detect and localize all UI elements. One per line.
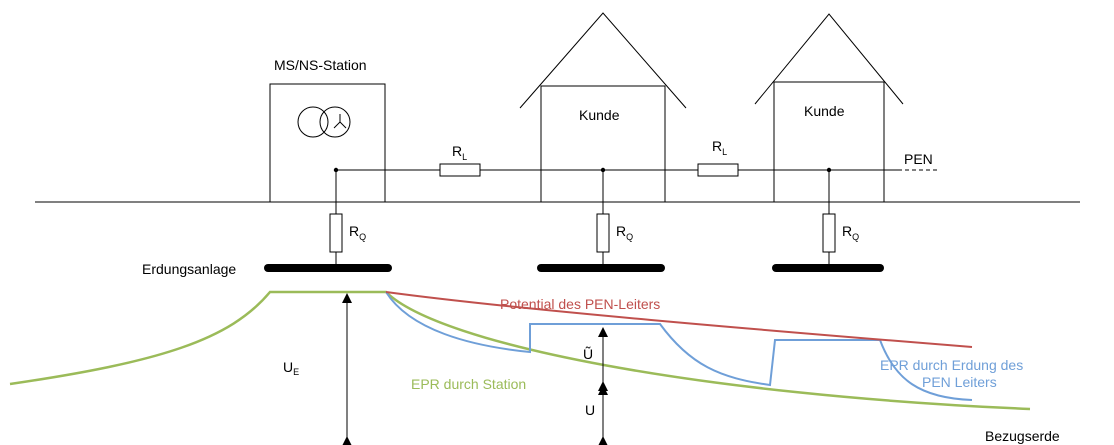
pen-label: PEN [904, 151, 933, 167]
house-kunde-2 [754, 13, 904, 202]
curve-pen-potential [385, 291, 973, 348]
ue-label: UE [283, 359, 299, 377]
house-kunde-1 [519, 12, 687, 202]
station-box [269, 83, 386, 203]
resistor-rl-1 [439, 163, 481, 177]
pen-potential-label: Potential des PEN-Leiters [500, 296, 660, 312]
resistor-rq-1 [329, 213, 343, 253]
resistor-rq-2-label: RQ [616, 223, 633, 242]
u-label: U [585, 402, 595, 418]
bezugserde-label: Bezugserde [985, 428, 1060, 444]
house-kunde-2-label: Kunde [804, 103, 845, 119]
resistor-rq-2 [596, 213, 610, 253]
curve-epr-station [9, 290, 1031, 411]
resistor-rl-2 [697, 163, 739, 177]
transformer-icon [297, 106, 351, 138]
epr-pen-label-line1: EPR durch Erdung des [880, 357, 1023, 373]
epr-pen-label-line2: PEN Leiters [922, 374, 997, 390]
house-kunde-1-label: Kunde [579, 107, 620, 123]
erdungsanlage-label: Erdungsanlage [142, 261, 236, 277]
resistor-rl-1-label: RL [452, 143, 467, 162]
u-tilde-label: Ũ [583, 346, 593, 362]
resistor-rl-2-label: RL [712, 138, 727, 157]
station-label: MS/NS-Station [274, 57, 367, 73]
resistor-rq-3 [822, 213, 836, 253]
curve-epr-pen [385, 291, 973, 401]
epr-station-label: EPR durch Station [411, 376, 526, 392]
resistor-rq-1-label: RQ [349, 223, 366, 242]
resistor-rq-3-label: RQ [842, 223, 859, 242]
